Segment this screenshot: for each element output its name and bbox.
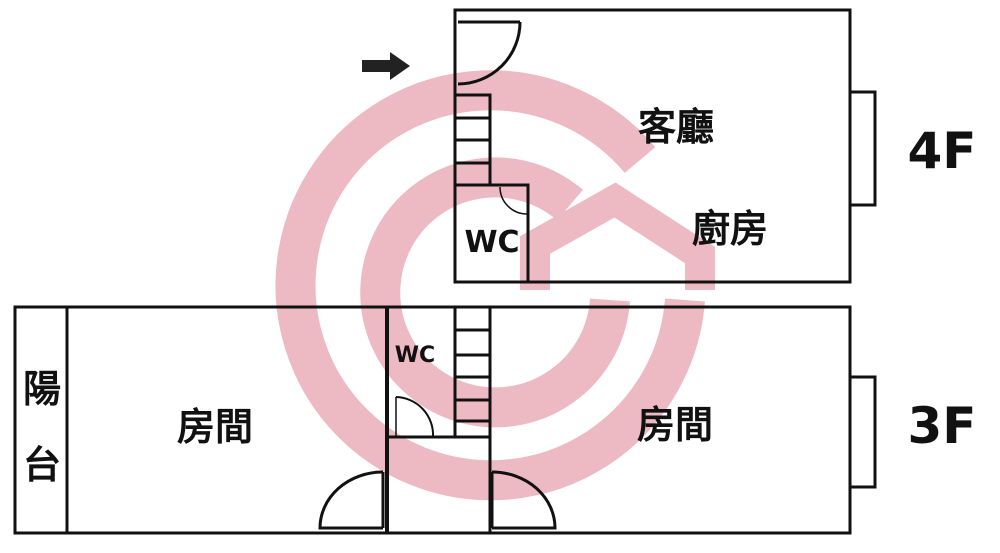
room-right-label: 房間 xyxy=(637,403,713,447)
floor-4f: WC 客廳 廚房 4F xyxy=(362,8,977,284)
floor-3f-label: 3F xyxy=(908,397,977,455)
entrance-door xyxy=(457,20,522,86)
balcony-label-1: 陽 xyxy=(23,367,61,411)
balcony-label-2: 台 xyxy=(23,443,61,487)
floor-3f-outline xyxy=(13,305,852,535)
door-left-room xyxy=(318,470,385,530)
wc-4f xyxy=(453,183,530,284)
wc-3f-door xyxy=(395,396,435,438)
window-3f xyxy=(848,375,877,489)
floor-3f: WC 陽 台 房間 房間 3F xyxy=(13,305,977,535)
watermark-logo xyxy=(275,70,715,501)
floor-4f-label: 4F xyxy=(908,122,977,180)
room-left-label: 房間 xyxy=(177,405,253,449)
wc-3f-label: WC xyxy=(395,343,435,368)
stairs-3f xyxy=(453,307,490,437)
door-right-room xyxy=(490,470,557,530)
entrance-arrow-icon xyxy=(362,52,410,80)
wc-4f-label: WC xyxy=(464,225,519,260)
living-room-label: 客廳 xyxy=(638,105,714,149)
window-4f xyxy=(848,90,877,207)
wc-4f-door xyxy=(499,186,528,215)
kitchen-label: 廚房 xyxy=(692,207,768,251)
